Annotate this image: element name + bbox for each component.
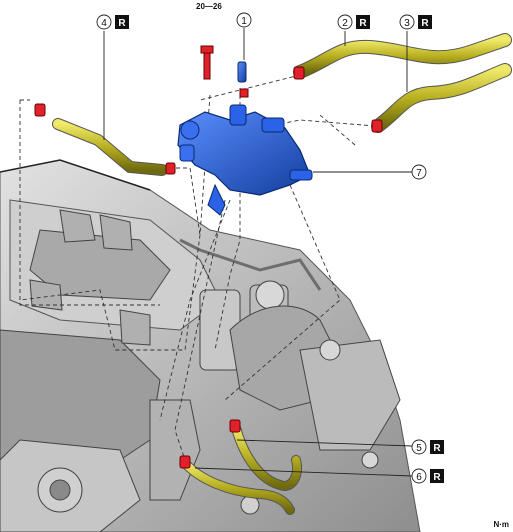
unit-label: N·m bbox=[493, 520, 509, 529]
hose-3 bbox=[371, 63, 512, 133]
hose-5 bbox=[231, 423, 302, 491]
clamp-hose-4-upper bbox=[34, 103, 46, 117]
callout-number: 2 bbox=[342, 18, 348, 29]
dashed-leader-lines bbox=[19, 74, 376, 461]
callout-4: 4 R bbox=[96, 14, 129, 30]
replace-badge bbox=[430, 469, 444, 483]
callout-6: 6 R bbox=[411, 468, 444, 484]
replace-badge-text: R bbox=[421, 18, 429, 29]
stud-part-1 bbox=[237, 61, 247, 83]
callout-number: 5 bbox=[416, 443, 422, 454]
callout-leader-lines bbox=[103, 28, 413, 477]
replace-badge-text: R bbox=[433, 472, 441, 483]
callout-number: 7 bbox=[416, 168, 422, 179]
hose-2 bbox=[293, 33, 512, 79]
replace-badge-text: R bbox=[118, 18, 126, 29]
callout-number: 6 bbox=[416, 472, 422, 483]
callout-number: 3 bbox=[404, 18, 410, 29]
callout-number: 1 bbox=[241, 16, 247, 27]
torque-spec-label: 20—26 bbox=[196, 2, 222, 11]
replace-badge-text: R bbox=[359, 18, 367, 29]
hose-clamps bbox=[34, 66, 383, 469]
replace-badge-text: R bbox=[433, 443, 441, 454]
torque-bolt bbox=[200, 45, 214, 80]
callout-5: 5 R bbox=[411, 439, 444, 455]
replace-badge bbox=[430, 440, 444, 454]
callout-2: 2 R bbox=[337, 14, 370, 30]
callout-7: 7 bbox=[411, 164, 427, 180]
callout-1: 1 bbox=[236, 12, 252, 28]
hose-6 bbox=[180, 458, 295, 515]
clamp-hose-2 bbox=[293, 66, 305, 80]
thermostat-module-7 bbox=[177, 104, 313, 216]
replace-badge bbox=[356, 15, 370, 29]
callout-3: 3 R bbox=[399, 14, 432, 30]
callout-number: 4 bbox=[101, 18, 107, 29]
clamp-hose-6 bbox=[179, 455, 191, 469]
clamp-hose-4-lower bbox=[165, 162, 176, 175]
clamp-hose-3 bbox=[371, 119, 383, 133]
replace-badge bbox=[418, 15, 432, 29]
small-clamp-fitting bbox=[239, 88, 249, 98]
hose-4 bbox=[52, 118, 168, 176]
engine-block bbox=[0, 159, 421, 532]
clamp-hose-5 bbox=[229, 419, 241, 433]
replace-badge bbox=[115, 15, 129, 29]
